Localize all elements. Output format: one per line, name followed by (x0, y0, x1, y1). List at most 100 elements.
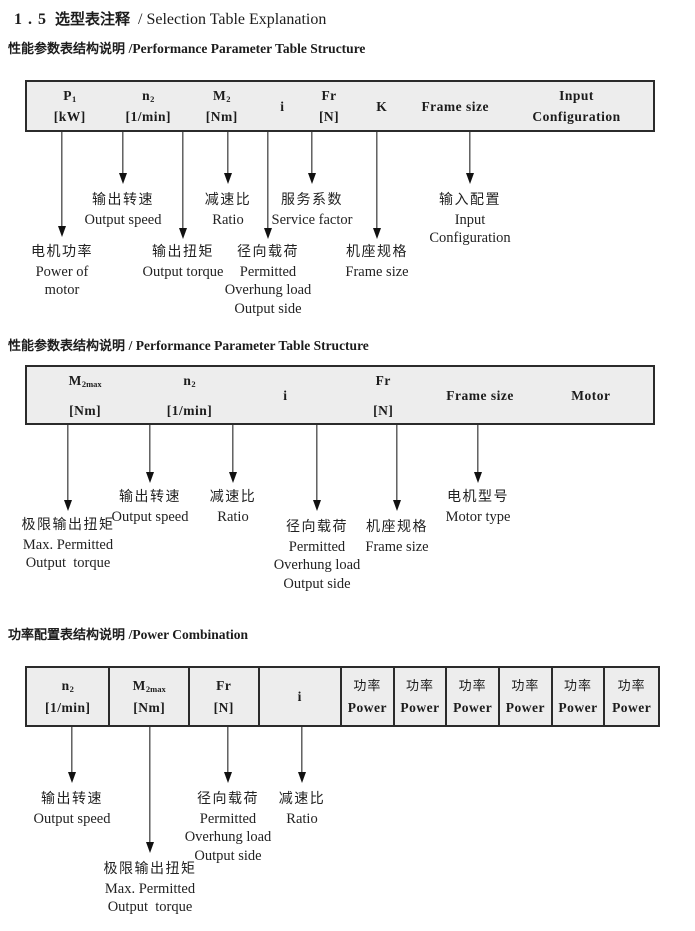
down-arrow (66, 727, 78, 783)
column-header: Input (559, 88, 594, 103)
annotation-label-en: Power of (35, 263, 89, 280)
down-arrow (177, 132, 189, 239)
annotation-label: 减速比 Ratio (192, 791, 412, 828)
page-title-zh: 选型表注释 (55, 11, 131, 28)
table-column-Fr: Fr[N] (305, 82, 353, 130)
column-header: Frame size (446, 387, 514, 403)
table-column-n2: n2[1/min] (143, 367, 235, 423)
annotation-label-en: Ratio (286, 810, 318, 827)
column-header: M2max (68, 372, 102, 389)
section-heading-en: /Performance Parameter Table Structure (128, 41, 366, 56)
annotation-label-en: Overhung load (184, 829, 272, 845)
page-title-en: / Selection Table Explanation (138, 11, 327, 28)
column-header: P1 (63, 88, 77, 104)
section-heading: 性能参数表结构说明 / Performance Parameter Table … (8, 335, 369, 354)
down-arrow (227, 425, 239, 483)
table-column-i: i (236, 367, 335, 423)
annotation-label-zh: 极限输出扭矩 (21, 518, 115, 533)
annotation-label-en: Permitted (288, 538, 346, 555)
annotation-label-en: Ratio (212, 211, 244, 228)
table-column-M2: M2[Nm] (184, 82, 260, 130)
down-arrow (144, 727, 156, 853)
table-column-功率: 功率 Power (342, 668, 395, 725)
column-unit: [Nm] (133, 700, 166, 715)
annotation-label-zh: 减速比 (209, 490, 257, 505)
column-header: n2 (183, 372, 196, 389)
annotation-label-en: Frame size (345, 263, 409, 280)
annotation-label-en: Overhung load (224, 282, 312, 298)
annotation-label-zh: 机座规格 (346, 245, 408, 260)
annotation-label-zh: 减速比 (204, 193, 252, 208)
annotation-label-en: Configuration (429, 230, 511, 246)
section-heading: 性能参数表结构说明 /Performance Parameter Table S… (8, 38, 365, 57)
down-arrow (296, 727, 308, 783)
down-arrow (464, 132, 476, 184)
column-header: i (283, 387, 288, 403)
section-heading-zh: 性能参数表结构说明 (8, 41, 129, 56)
annotation-label-en: Output speed (33, 810, 111, 827)
column-unit: Power (400, 700, 440, 715)
column-unit: Configuration (532, 109, 621, 124)
annotation-label-en: Output torque (25, 555, 111, 571)
table-column-K: K (353, 82, 411, 130)
section-heading-en: / Performance Parameter Table Structure (128, 338, 369, 353)
down-arrow (306, 132, 318, 184)
column-header: 功率 (353, 678, 382, 693)
down-arrow (117, 132, 129, 184)
section-heading-zh: 性能参数表结构说明 (8, 338, 129, 353)
column-unit: [1/min] (125, 109, 171, 124)
column-header: i (280, 98, 285, 114)
down-arrow (391, 425, 403, 511)
column-unit: [1/min] (44, 700, 91, 715)
down-arrow (262, 132, 274, 239)
table-column-P1: P1 [kW] (27, 82, 112, 130)
column-unit: [Nm] (69, 402, 102, 418)
column-unit: Power (347, 700, 387, 715)
table-column-Motor: Motor (529, 367, 653, 423)
table-column-Framesize: Frame size (431, 367, 528, 423)
table-column-n2: n2 [1/min] (112, 82, 184, 130)
column-header: M2max (132, 678, 166, 694)
column-header: Fr (375, 372, 391, 388)
table-column-M2max: M2max [Nm] (110, 668, 190, 725)
column-header: 功率 (406, 678, 435, 693)
parameter-table: M2max [Nm] n2[1/min] i Fr[N] Frame size Motor (25, 365, 655, 425)
column-header: n2 (142, 88, 155, 104)
annotation-label-zh: 输出转速 (119, 490, 181, 505)
column-header: 功率 (617, 678, 646, 693)
column-unit: [kW] (53, 109, 86, 124)
column-unit: Power (453, 700, 493, 715)
annotation-label-zh: 减速比 (278, 792, 326, 807)
page-title-number: 1 . 5 (14, 11, 47, 28)
annotation-label-en: Output speed (84, 211, 162, 228)
annotation-label: 输出转速 Output speed (13, 192, 233, 229)
down-arrow (144, 425, 156, 483)
table-column-Fr: Fr[N] (335, 367, 431, 423)
annotation-label-zh: 径向载荷 (237, 245, 299, 260)
column-header: Fr (216, 678, 232, 693)
column-header: i (297, 689, 302, 704)
table-column-n2: n2[1/min] (27, 668, 111, 725)
section-heading-en: /Power Combination (128, 627, 249, 642)
table-column-功率: 功率 Power (395, 668, 448, 725)
column-unit: Power (505, 700, 545, 715)
down-arrow (62, 425, 74, 511)
annotation-label-zh: 输出扭矩 (152, 245, 214, 260)
annotation-label-en: Frame size (365, 538, 429, 555)
column-header: 功率 (511, 678, 540, 693)
annotation-label-zh: 输出转速 (92, 193, 154, 208)
